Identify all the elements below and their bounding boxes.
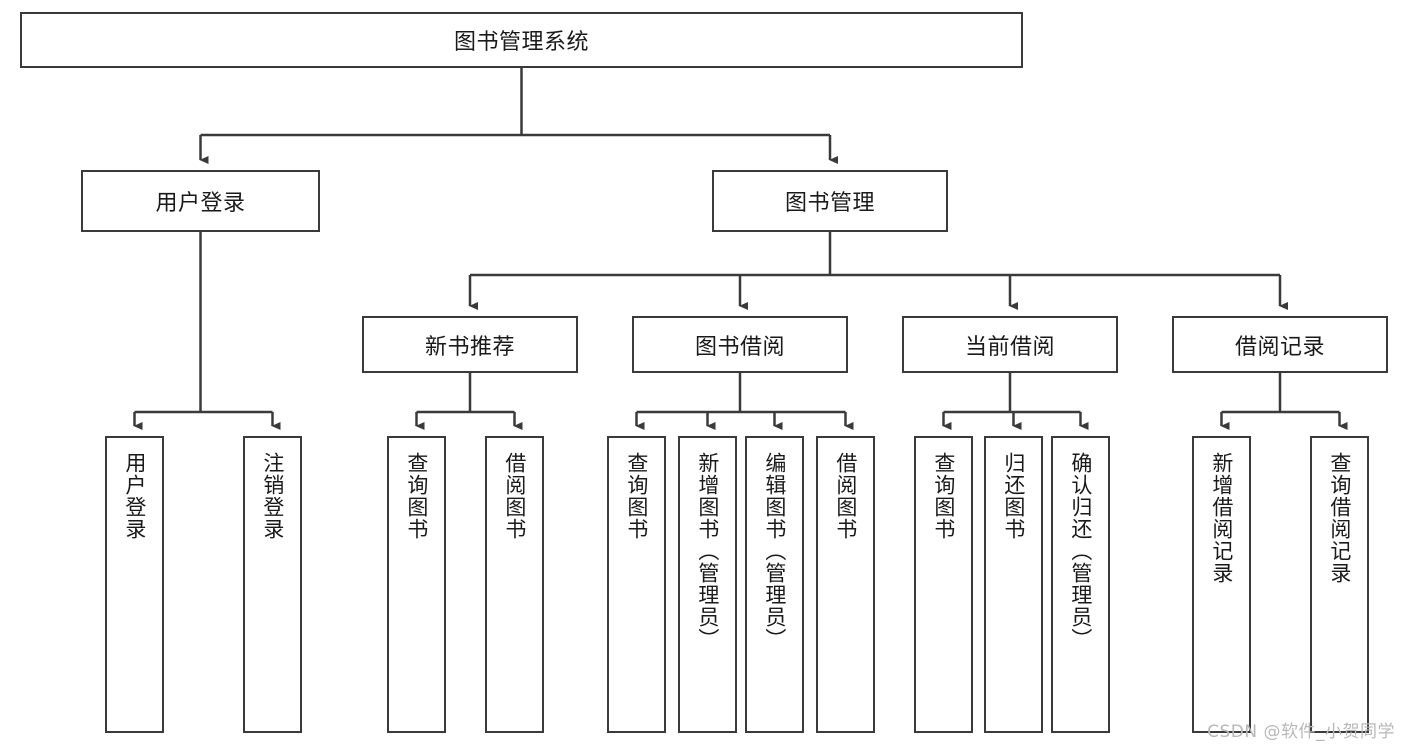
node-leaf-confirm-return[interactable]: 确认归还（管理员） (1051, 436, 1110, 733)
node-label-user-login: 用户登录 (155, 191, 246, 216)
node-label-leaf-edit-book: 编辑图书（管理员） (762, 452, 787, 650)
node-leaf-query-book-rec[interactable]: 查询图书 (387, 436, 446, 733)
node-leaf-borrow-book[interactable]: 借阅图书 (816, 436, 875, 733)
node-new-book-rec[interactable]: 新书推荐 (362, 316, 578, 373)
node-book-manage[interactable]: 图书管理 (712, 170, 948, 232)
node-label-leaf-add-book: 新增图书（管理员） (695, 452, 720, 650)
node-book-borrow[interactable]: 图书借阅 (632, 316, 848, 373)
node-leaf-add-book[interactable]: 新增图书（管理员） (678, 436, 737, 733)
node-leaf-query-book-current[interactable]: 查询图书 (914, 436, 973, 733)
node-borrow-record[interactable]: 借阅记录 (1172, 316, 1388, 373)
node-leaf-edit-book[interactable]: 编辑图书（管理员） (745, 436, 804, 733)
node-label-leaf-confirm-return: 确认归还（管理员） (1068, 452, 1093, 650)
node-label-leaf-return-book: 归还图书 (1001, 452, 1026, 540)
node-user-login[interactable]: 用户登录 (81, 170, 320, 232)
node-leaf-add-record[interactable]: 新增借阅记录 (1192, 436, 1251, 733)
node-label-leaf-query-book-borrow: 查询图书 (624, 452, 649, 540)
node-label-borrow-record: 借阅记录 (1234, 334, 1325, 360)
node-label-book-manage: 图书管理 (784, 191, 875, 216)
node-root[interactable]: 图书管理系统 (20, 12, 1023, 68)
node-leaf-query-book-borrow[interactable]: 查询图书 (607, 436, 666, 733)
node-label-leaf-borrow-book-rec: 借阅图书 (502, 452, 527, 540)
node-label-leaf-user-logout: 注销登录 (260, 452, 285, 540)
node-label-leaf-query-book-rec: 查询图书 (404, 452, 429, 540)
node-leaf-borrow-book-rec[interactable]: 借阅图书 (485, 436, 544, 733)
node-leaf-query-record[interactable]: 查询借阅记录 (1310, 436, 1369, 733)
node-label-leaf-user-login: 用户登录 (122, 452, 147, 540)
watermark-label: CSDN @软件_小贺同学 (1207, 722, 1395, 742)
node-label-current-borrow: 当前借阅 (964, 334, 1055, 360)
node-current-borrow[interactable]: 当前借阅 (902, 316, 1118, 373)
node-label-book-borrow: 图书借阅 (694, 334, 785, 360)
node-label-leaf-add-record: 新增借阅记录 (1209, 452, 1234, 584)
node-label-leaf-query-book-current: 查询图书 (931, 452, 956, 540)
node-leaf-user-login[interactable]: 用户登录 (105, 436, 164, 733)
node-label-leaf-borrow-book: 借阅图书 (833, 452, 858, 540)
node-label-leaf-query-record: 查询借阅记录 (1327, 452, 1352, 584)
node-leaf-return-book[interactable]: 归还图书 (984, 436, 1043, 733)
node-label-new-book-rec: 新书推荐 (424, 334, 515, 360)
node-leaf-user-logout[interactable]: 注销登录 (243, 436, 302, 733)
node-label-root: 图书管理系统 (453, 30, 589, 55)
